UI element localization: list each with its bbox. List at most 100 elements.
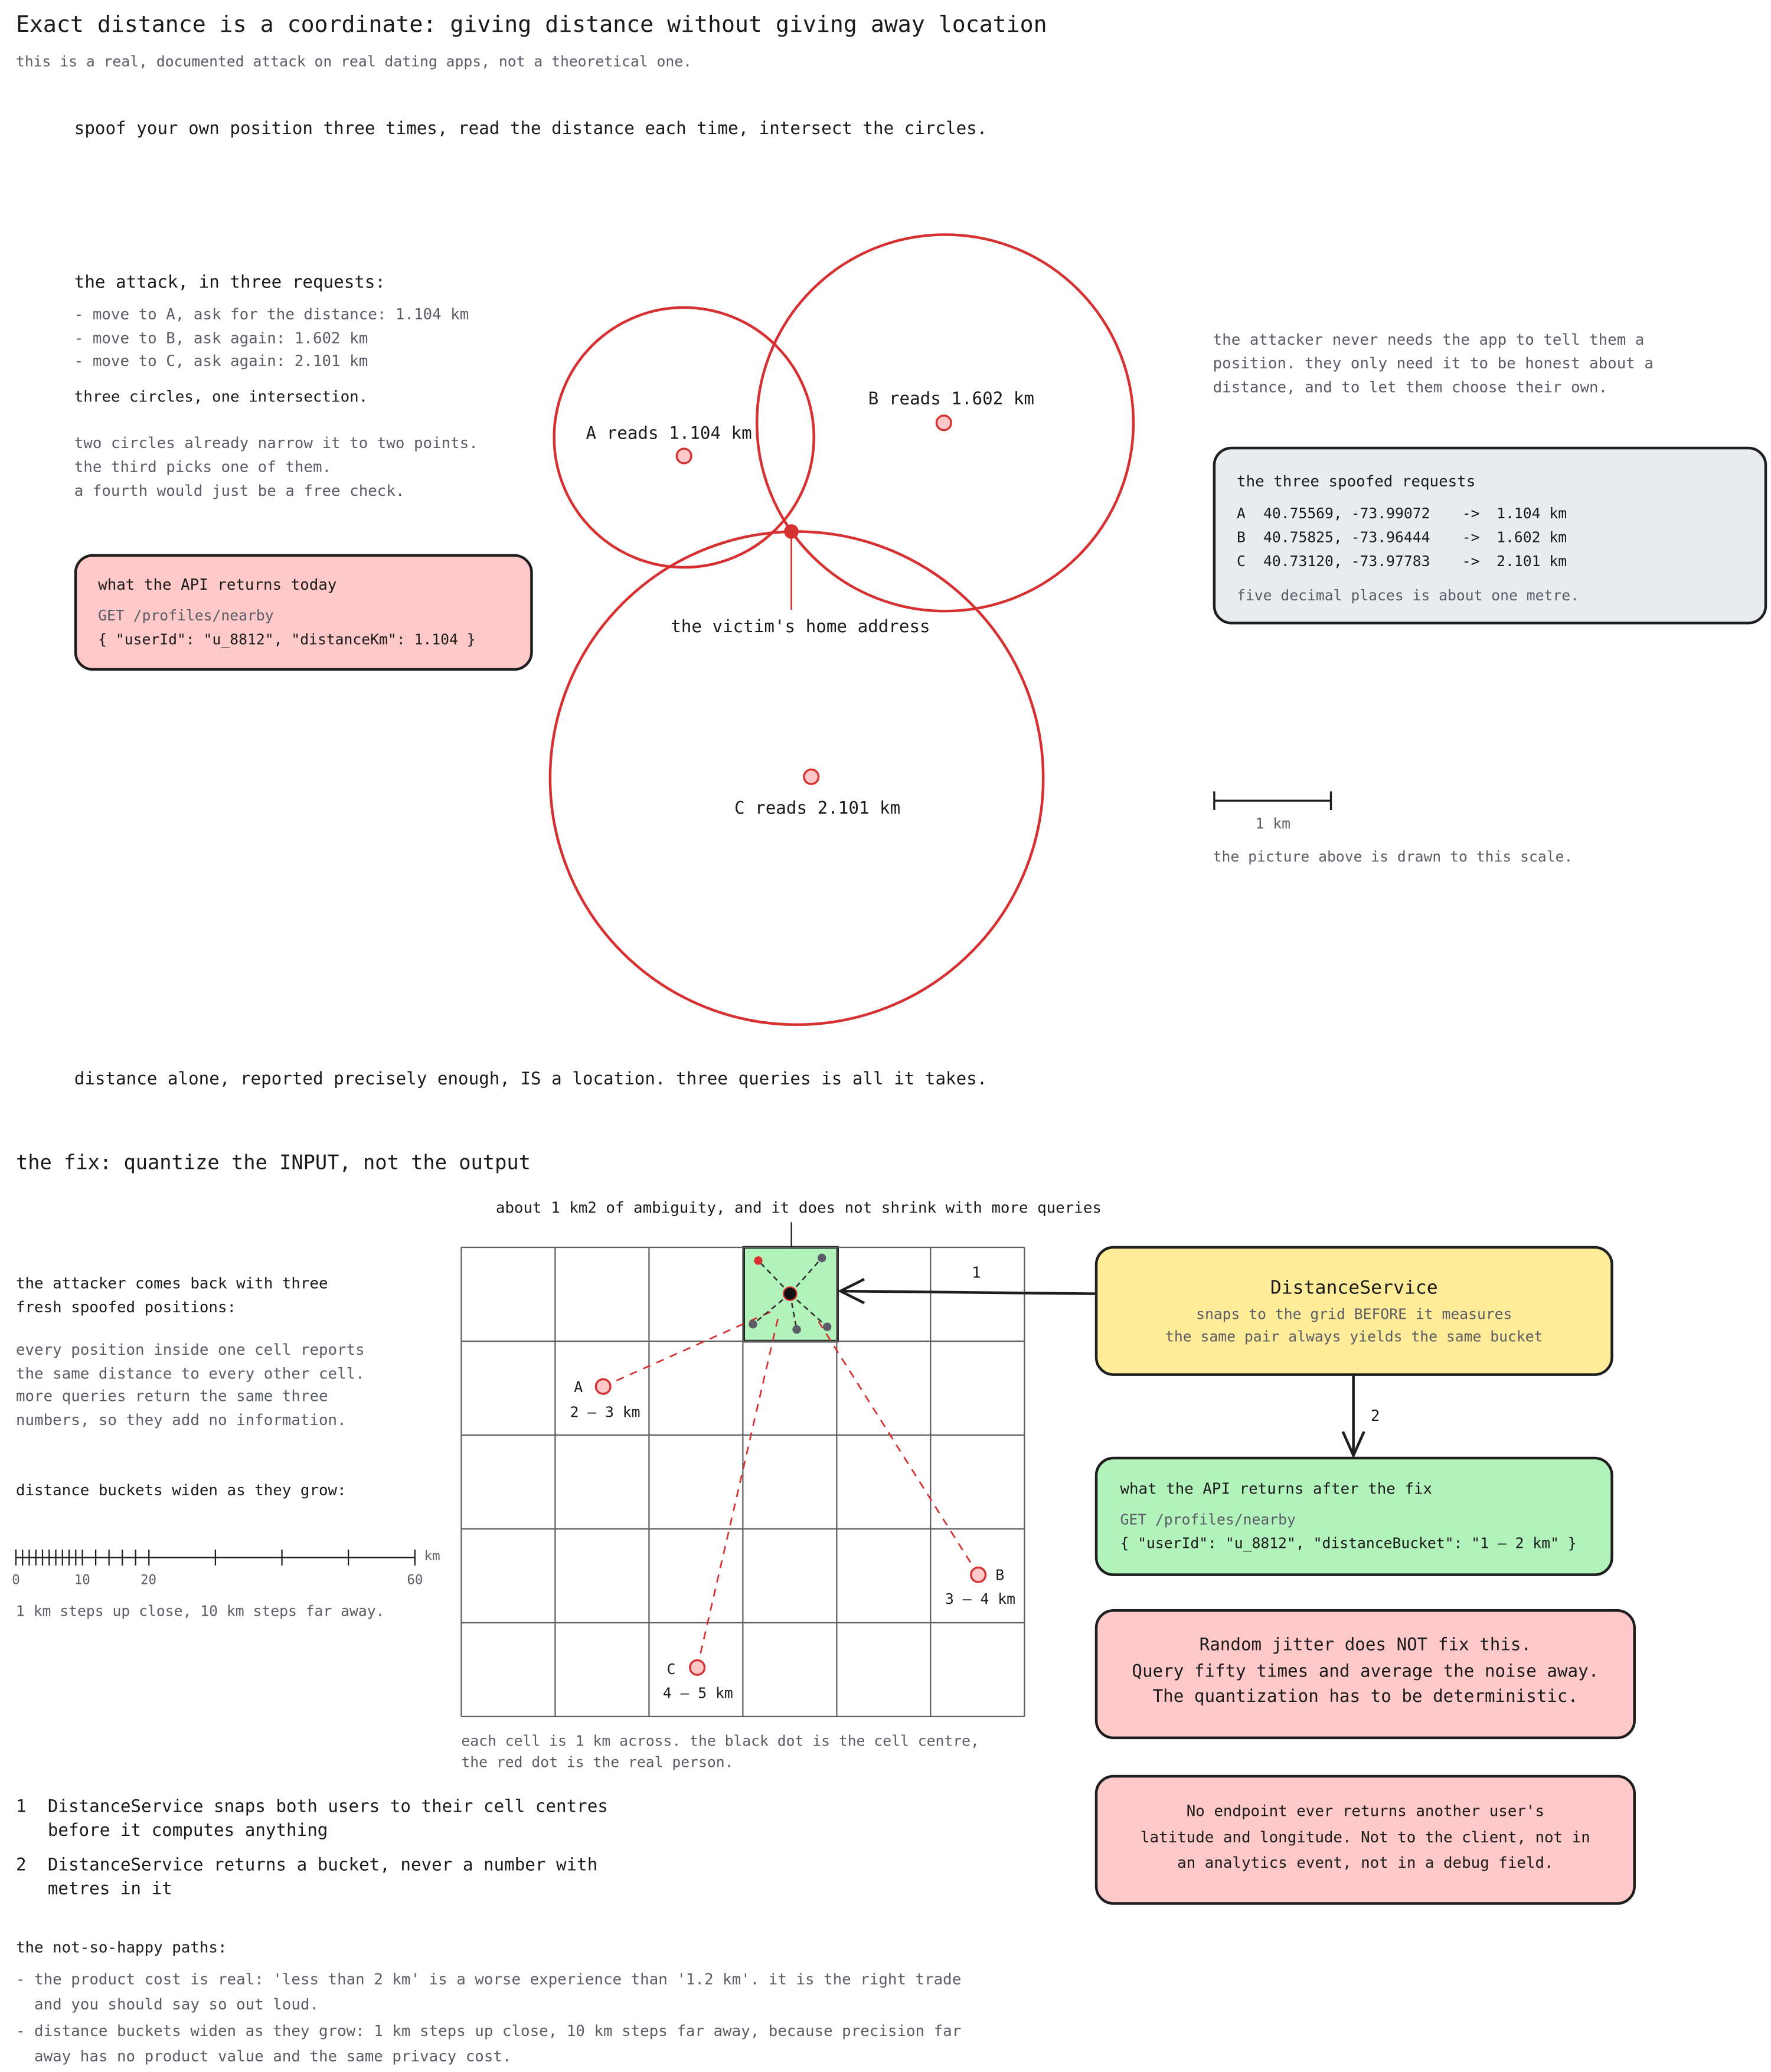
- api-today-title: what the API returns today: [98, 575, 337, 594]
- spoofed-row-coords: 40.75825, -73.96444: [1263, 528, 1430, 546]
- attacker-note-line: the attacker comes back with three: [15, 1273, 328, 1293]
- bucket-axis: [15, 1549, 416, 1566]
- grid-point-c-range: 4 – 5 km: [662, 1685, 733, 1702]
- spoofed-row-arrow: ->: [1462, 552, 1480, 570]
- arrow-label-1: 1: [971, 1263, 981, 1282]
- ambiguity-label: about 1 km2 of ambiguity, and it does no…: [495, 1198, 1102, 1217]
- attacker-note-line: fresh spoofed positions:: [15, 1298, 237, 1316]
- grid-point-c-id: C: [666, 1661, 676, 1678]
- api-after-box: what the API returns after the fix GET /…: [1094, 1456, 1613, 1576]
- axis-unit: km: [424, 1549, 440, 1564]
- distance-service-title: DistanceService: [1270, 1277, 1438, 1299]
- cell-centre-dot: [782, 1286, 798, 1301]
- aside-line: position. they only need it to be honest…: [1213, 354, 1654, 372]
- step-line: before it computes anything: [47, 1821, 328, 1841]
- spoofed-row-coords: 40.73120, -73.97783: [1263, 552, 1430, 570]
- attack-summary: three circles, one intersection.: [74, 387, 368, 406]
- path-line: - the product cost is real: 'less than 2…: [15, 1969, 962, 1989]
- page-title: Exact distance is a coordinate: giving d…: [15, 12, 1047, 39]
- grid-point-b: [970, 1566, 987, 1583]
- attack-note-line: the third picks one of them.: [74, 457, 332, 476]
- api-after-body: { "userId": "u_8812", "distanceBucket": …: [1120, 1534, 1577, 1552]
- distance-service-box: DistanceService snaps to the grid BEFORE…: [1094, 1246, 1613, 1376]
- distance-service-line: snaps to the grid BEFORE it measures: [1196, 1305, 1512, 1323]
- no-latlng-line: No endpoint ever returns another user's: [1186, 1801, 1545, 1821]
- jitter-warning-box: Random jitter does NOT fix this. Query f…: [1094, 1609, 1636, 1740]
- aside-line: distance, and to let them choose their o…: [1213, 377, 1608, 397]
- circle-a-label: A reads 1.104 km: [586, 424, 752, 445]
- victim-label: the victim's home address: [671, 617, 930, 638]
- path-line: and you should say so out loud.: [15, 1995, 319, 2014]
- conclusion-text: distance alone, reported precisely enoug…: [74, 1070, 988, 1090]
- axis-tick-label: 10: [74, 1573, 90, 1589]
- spoofed-row-arrow: ->: [1462, 528, 1480, 546]
- arrow-label-2: 2: [1370, 1406, 1380, 1425]
- axis-tick-label: 20: [140, 1573, 157, 1589]
- spoofed-row-distance: 1.104 km: [1496, 504, 1567, 522]
- cell-sample-points: [749, 1253, 832, 1334]
- arrow-service-to-cell: [837, 1277, 1095, 1305]
- api-after-endpoint: GET /profiles/nearby: [1120, 1510, 1296, 1528]
- circle-c: [548, 530, 1045, 1027]
- page-subtitle: this is a real, documented attack on rea…: [15, 53, 692, 71]
- axis-tick-label: 60: [407, 1573, 423, 1589]
- scale-caption: the picture above is drawn to this scale…: [1213, 848, 1573, 866]
- circle-centres: [675, 414, 952, 785]
- circle-b-label: B reads 1.602 km: [868, 390, 1035, 410]
- spoofed-row-id: B: [1237, 528, 1246, 546]
- scale-bar: [1213, 791, 1332, 811]
- intro-text: spoof your own position three times, rea…: [74, 119, 988, 139]
- cell-note-line: more queries return the same three: [15, 1386, 328, 1406]
- spoofed-row-arrow: ->: [1462, 504, 1480, 522]
- grid-caption-line: each cell is 1 km across. the black dot …: [461, 1732, 979, 1750]
- grid-point-a-range: 2 – 3 km: [570, 1403, 641, 1421]
- grid-point-a-id: A: [574, 1378, 583, 1396]
- grid-dashed-lines: [603, 1309, 979, 1668]
- circle-a: [553, 306, 815, 569]
- cell-spokes: [752, 1257, 828, 1330]
- aside-line: the attacker never needs the app to tell…: [1213, 330, 1645, 349]
- cell-note-line: the same distance to every other cell.: [15, 1364, 365, 1383]
- api-today-box: what the API returns today GET /profiles…: [74, 554, 533, 671]
- axis-tick-label: 0: [12, 1573, 20, 1589]
- no-latlng-line: an analytics event, not in a debug field…: [1177, 1853, 1554, 1872]
- attack-heading: the attack, in three requests:: [74, 273, 386, 293]
- spoofed-row-distance: 2.101 km: [1496, 552, 1567, 570]
- grid: [460, 1246, 1025, 1718]
- paths-heading: the not-so-happy paths:: [15, 1937, 227, 1957]
- grid-point-b-id: B: [995, 1567, 1005, 1584]
- path-line: - distance buckets widen as they grow: 1…: [15, 2021, 962, 2040]
- step-line: DistanceService returns a bucket, never …: [47, 1855, 598, 1876]
- grid-points: [594, 1378, 987, 1676]
- api-after-title: what the API returns after the fix: [1120, 1479, 1433, 1498]
- fix-heading: the fix: quantize the INPUT, not the out…: [15, 1151, 531, 1175]
- point-c: [803, 768, 820, 785]
- attack-note-line: a fourth would just be a free check.: [74, 481, 405, 500]
- scale-label: 1 km: [1255, 815, 1290, 833]
- buckets-heading: distance buckets widen as they grow:: [15, 1481, 347, 1499]
- grid-point-a: [594, 1378, 612, 1395]
- victim-point: [784, 524, 799, 539]
- spoofed-footnote: five decimal places is about one metre.: [1237, 586, 1580, 604]
- grid-point-c: [689, 1659, 706, 1676]
- grid-point-b-range: 3 – 4 km: [945, 1590, 1016, 1608]
- jitter-line: Query fifty times and average the noise …: [1132, 1661, 1599, 1682]
- spoofed-title: the three spoofed requests: [1237, 472, 1476, 491]
- attack-step: - move to C, ask again: 2.101 km: [74, 351, 368, 370]
- attack-step: - move to A, ask for the distance: 1.104…: [74, 305, 469, 323]
- circle-c-label: C reads 2.101 km: [734, 799, 901, 819]
- path-line: away has no product value and the same p…: [15, 2047, 512, 2066]
- step-line: DistanceService snaps both users to thei…: [47, 1797, 608, 1818]
- spoofed-row-coords: 40.75569, -73.99072: [1263, 504, 1430, 522]
- axis-caption: 1 km steps up close, 10 km steps far awa…: [15, 1602, 385, 1620]
- spoofed-row-distance: 1.602 km: [1496, 528, 1567, 546]
- cell-note-line: every position inside one cell reports: [15, 1340, 365, 1359]
- grid-caption-line: the red dot is the real person.: [461, 1753, 734, 1771]
- attack-step: - move to B, ask again: 1.602 km: [74, 328, 368, 348]
- distance-service-line: the same pair always yields the same buc…: [1165, 1328, 1543, 1346]
